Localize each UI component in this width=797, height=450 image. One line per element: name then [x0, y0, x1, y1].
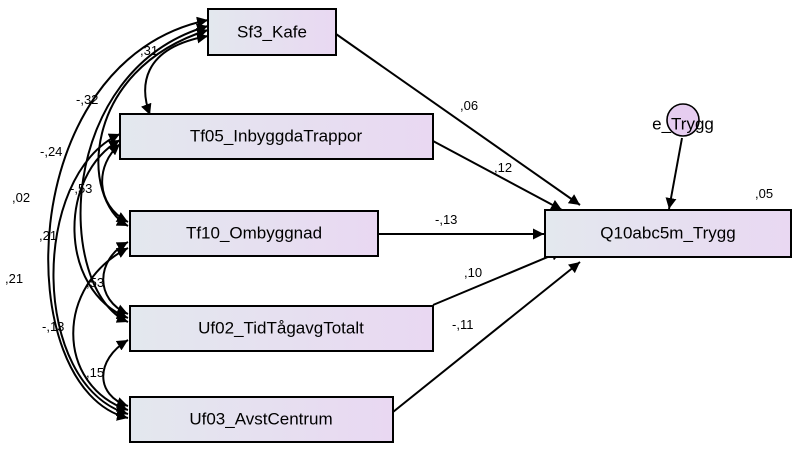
cov-arc-tf10-uf02 [102, 241, 129, 315]
path-sf3-to-q10 [335, 33, 581, 206]
path-error-to-q10 [665, 137, 683, 210]
node-sf3: Sf3_Kafe [207, 8, 337, 56]
cov-label-tf05-tf10: -,53 [70, 181, 92, 196]
cov-arc-tf10-uf03 [72, 247, 129, 412]
weight-sf3: ,06 [460, 98, 478, 113]
node-tf05: Tf05_InbyggdaTrappor [119, 113, 434, 160]
covariance-labels: ,31 -,32 -,24 ,02 -,53 ,21 ,21 ,53 -,13 … [5, 43, 158, 380]
node-uf02-label: Uf02_TidTågavgTotalt [198, 319, 364, 338]
path-tf05-to-q10 [432, 140, 563, 211]
node-tf05-label: Tf05_InbyggdaTrappor [190, 127, 363, 146]
regression-weight-labels: ,06 ,12 -,13 ,10 -,11 ,05 [435, 98, 773, 332]
node-uf03-label: Uf03_AvstCentrum [189, 410, 332, 429]
weight-uf03: -,11 [452, 317, 473, 332]
error-circle [666, 103, 700, 137]
cov-label-tf10-uf03: -,13 [42, 319, 64, 334]
weight-tf10: -,13 [435, 212, 457, 227]
cov-label-sf3-uf02: -,24 [40, 144, 62, 159]
node-uf03: Uf03_AvstCentrum [129, 396, 394, 443]
weight-uf02: ,10 [464, 265, 482, 280]
cov-arc-tf05-uf02 [73, 139, 129, 320]
cov-label-sf3-tf05: ,31 [140, 43, 158, 58]
cov-arc-tf05-uf03 [52, 133, 129, 417]
cov-label-sf3-tf10: -,32 [76, 92, 98, 107]
node-tf10-label: Tf10_Ombyggnad [186, 224, 322, 243]
node-sf3-label: Sf3_Kafe [237, 23, 307, 42]
cov-arc-sf3-uf03 [47, 16, 209, 421]
node-tf10: Tf10_Ombyggnad [129, 210, 379, 257]
path-uf03-to-q10 [392, 261, 581, 413]
cov-label-tf05-uf03: ,21 [5, 271, 23, 286]
cov-label-tf05-uf02: ,21 [39, 228, 57, 243]
node-q10: Q10abc5m_Trygg [544, 209, 792, 258]
cov-arc-uf02-uf03 [102, 339, 129, 408]
cov-label-tf10-uf02: ,53 [86, 275, 104, 290]
node-uf02: Uf02_TidTågavgTotalt [129, 305, 434, 352]
node-q10-label: Q10abc5m_Trygg [600, 224, 735, 243]
cov-label-sf3-uf03: ,02 [12, 190, 30, 205]
node-error-label: e_Trygg [652, 115, 714, 134]
node-error: e_Trygg [652, 103, 714, 137]
cov-label-uf02-uf03: ,15 [86, 365, 104, 380]
weight-tf05: ,12 [494, 160, 512, 175]
covariance-arcs [47, 16, 209, 421]
regression-paths [335, 33, 683, 413]
path-uf02-to-q10 [432, 250, 563, 306]
r-squared-label: ,05 [755, 186, 773, 201]
